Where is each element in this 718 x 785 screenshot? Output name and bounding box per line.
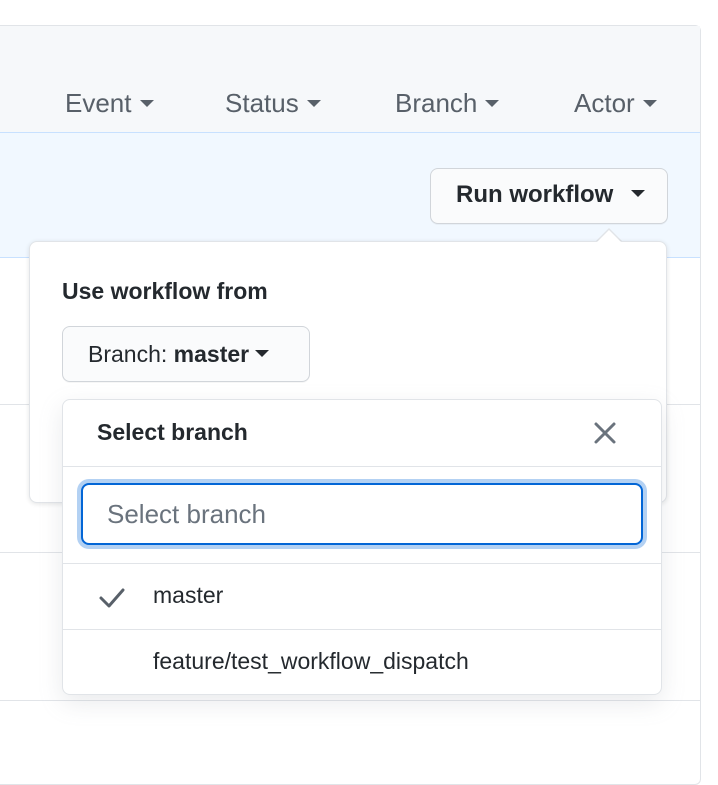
filter-branch[interactable]: Branch: [395, 88, 500, 119]
branch-item-feature[interactable]: feature/test_workflow_dispatch: [63, 630, 661, 694]
filter-status[interactable]: Status: [225, 88, 321, 119]
branch-item-label: feature/test_workflow_dispatch: [153, 648, 469, 674]
triangle-down-icon: [485, 99, 500, 107]
triangle-down-icon: [139, 99, 154, 107]
run-workflow-button[interactable]: Run workflow: [430, 168, 668, 224]
filter-branch-label: Branch: [395, 88, 478, 118]
row-divider: [0, 700, 700, 701]
branch-item-label: master: [153, 582, 224, 608]
menu-header: Select branch: [63, 400, 661, 467]
filter-actor-label: Actor: [574, 88, 635, 118]
x-icon[interactable]: [591, 419, 619, 447]
triangle-down-icon: [306, 99, 321, 107]
filter-event[interactable]: Event: [65, 88, 154, 119]
popover-arrow-inner: [597, 230, 621, 242]
use-workflow-from-label: Use workflow from: [62, 278, 268, 304]
branch-search-input[interactable]: [81, 483, 643, 545]
filter-status-label: Status: [225, 88, 299, 118]
filter-event-label: Event: [65, 88, 132, 118]
branch-item-master[interactable]: master: [63, 564, 661, 630]
check-icon: [99, 588, 125, 608]
branch-filter-section: [63, 467, 661, 564]
branch-prefix: Branch:: [88, 341, 168, 367]
triangle-down-icon: [642, 99, 657, 107]
branch-value: master: [173, 341, 250, 367]
filter-bar: Event Status Branch Actor: [0, 26, 700, 133]
branch-select-button[interactable]: Branch: master: [62, 326, 310, 382]
select-branch-menu: Select branch master feature/test_workfl…: [62, 399, 662, 695]
run-workflow-label: Run workflow: [456, 181, 614, 208]
triangle-down-icon: [255, 350, 270, 358]
filter-actor[interactable]: Actor: [574, 88, 657, 119]
menu-title: Select branch: [97, 419, 248, 445]
triangle-down-icon: [631, 190, 646, 198]
